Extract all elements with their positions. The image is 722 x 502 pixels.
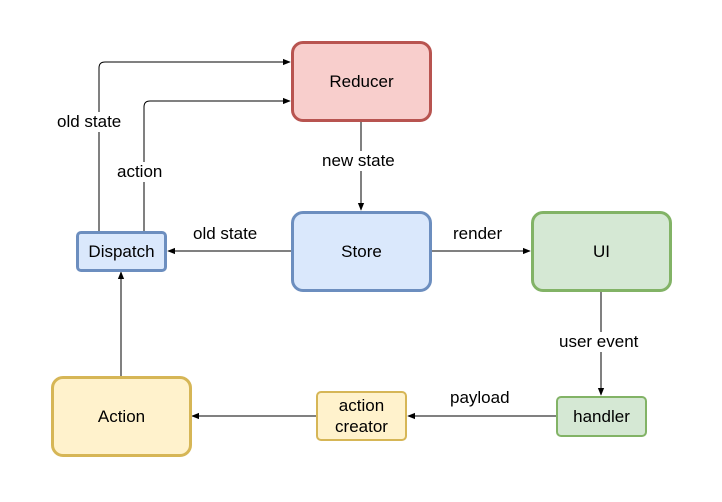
store-node[interactable]: Store (291, 211, 432, 292)
edge-label-old-state: old state (193, 224, 258, 244)
edge-label-render: render (453, 224, 503, 244)
ui-label: UI (593, 242, 610, 261)
dispatch-node[interactable]: Dispatch (76, 231, 167, 272)
edge-dispatch-to-reducer-old-state (98, 58, 291, 232)
action-node[interactable]: Action (51, 376, 192, 457)
action-label: Action (97, 407, 146, 426)
edge-label-old-state-top: old state (57, 112, 122, 132)
edge-dispatch-to-reducer-action (143, 97, 291, 232)
store-label: Store (341, 242, 382, 261)
edge-label-user-event: user event (559, 332, 639, 352)
action-creator-label: action creator (335, 396, 388, 436)
reducer-label: Reducer (329, 72, 394, 91)
dispatch-label: Dispatch (88, 242, 155, 261)
edge-label-payload: payload (450, 388, 510, 408)
handler-label: handler (573, 407, 630, 426)
ui-node[interactable]: UI (531, 211, 672, 292)
edge-label-action: action (117, 162, 163, 182)
action-creator-node[interactable]: action creator (316, 391, 407, 441)
reducer-node[interactable]: Reducer (291, 41, 432, 122)
edge-label-new-state: new state (322, 151, 395, 171)
handler-node[interactable]: handler (556, 396, 647, 437)
